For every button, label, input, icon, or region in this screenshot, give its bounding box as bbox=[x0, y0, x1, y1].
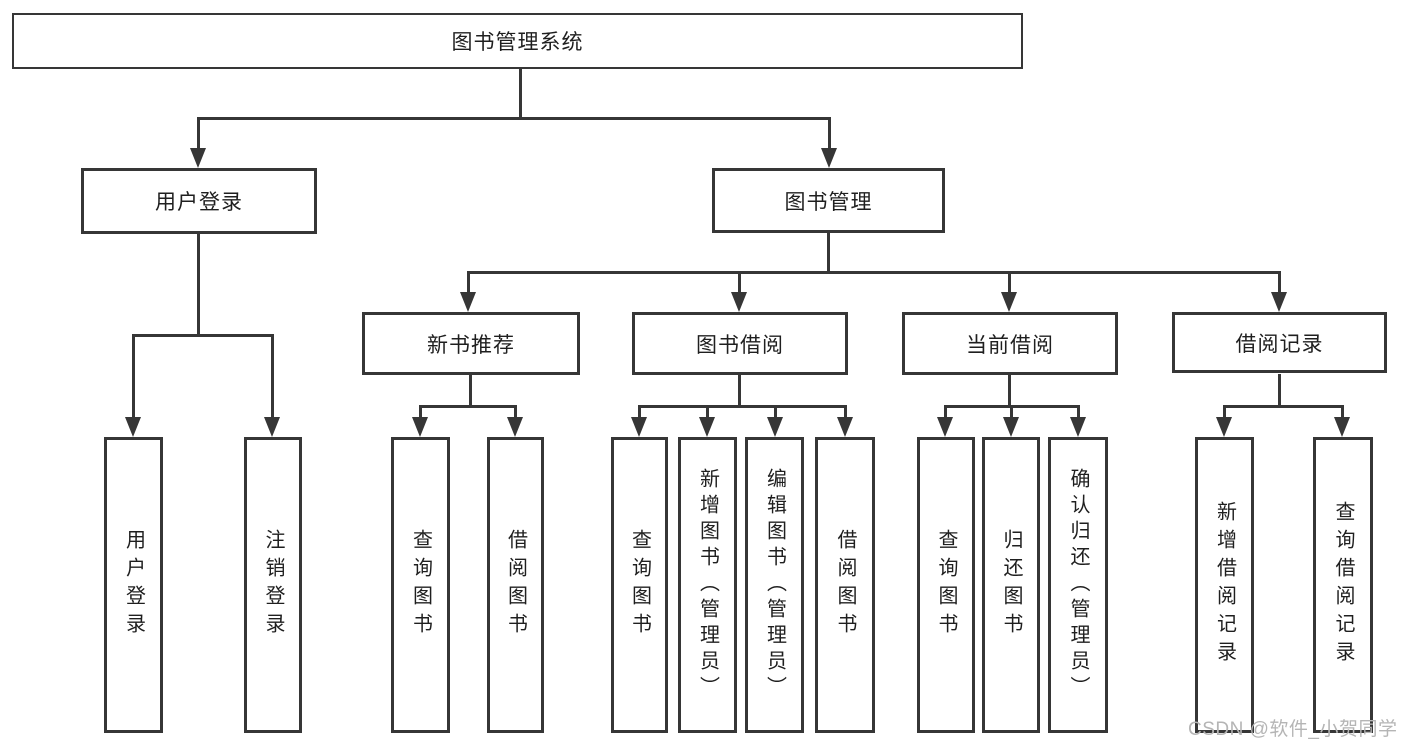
arrowhead-bb-edit bbox=[767, 417, 783, 437]
leaf-bb-add-books-admin-label: 新增图书（管理员） bbox=[696, 468, 719, 702]
leaf-bb-borrow-books-label: 借阅图书 bbox=[834, 529, 856, 641]
connector-bookmgmt-stem bbox=[827, 233, 830, 274]
connector-userlogin-stem bbox=[197, 234, 200, 337]
connector-level3-bar bbox=[467, 271, 1281, 274]
connector-drop-br-query bbox=[1341, 405, 1344, 419]
node-current-borrowing: 当前借阅 bbox=[902, 312, 1118, 375]
arrowhead-bb-query bbox=[631, 417, 647, 437]
connector-borrow-stem bbox=[738, 374, 741, 408]
arrowhead-cb-return bbox=[1003, 417, 1019, 437]
connector-userlogin-bar bbox=[132, 334, 274, 337]
connector-drop-login-leaf bbox=[132, 334, 135, 419]
arrowhead-logout-leaf bbox=[264, 417, 280, 437]
node-borrowing-records-label: 借阅记录 bbox=[1235, 332, 1324, 356]
arrowhead-cb-query bbox=[937, 417, 953, 437]
connector-drop-borrow-record bbox=[1278, 271, 1281, 294]
connector-record-stem bbox=[1278, 374, 1281, 408]
arrowhead-user-login bbox=[190, 148, 206, 168]
node-root-label: 图书管理系统 bbox=[451, 31, 584, 54]
connector-drop-bb-query bbox=[638, 405, 641, 419]
leaf-logout-label: 注销登录 bbox=[262, 529, 284, 641]
leaf-cb-return-books: 归还图书 bbox=[982, 437, 1040, 733]
connector-drop-cb-query bbox=[944, 405, 947, 419]
connector-record-bar bbox=[1223, 405, 1344, 408]
connector-drop-bb-edit bbox=[774, 405, 777, 419]
leaf-bb-edit-books-admin-label: 编辑图书（管理员） bbox=[763, 468, 786, 702]
connector-drop-cb-return bbox=[1010, 405, 1013, 419]
leaf-user-login: 用户登录 bbox=[104, 437, 163, 733]
csdn-watermark: CSDN @软件_小贺同学 bbox=[1188, 719, 1398, 740]
arrowhead-current-borrow bbox=[1001, 292, 1017, 312]
arrowhead-new-book bbox=[460, 292, 476, 312]
arrowhead-nb-borrow bbox=[507, 417, 523, 437]
leaf-cb-query-books-label: 查询图书 bbox=[935, 529, 957, 641]
connector-drop-bb-add bbox=[706, 405, 709, 419]
connector-current-stem bbox=[1008, 374, 1011, 408]
node-borrowing-records: 借阅记录 bbox=[1172, 312, 1387, 373]
node-root-library-system: 图书管理系统 bbox=[12, 13, 1023, 69]
node-new-book-recommendation: 新书推荐 bbox=[362, 312, 580, 375]
connector-drop-current-borrow bbox=[1008, 271, 1011, 294]
node-book-management: 图书管理 bbox=[712, 168, 945, 233]
leaf-nb-query-books: 查询图书 bbox=[391, 437, 450, 733]
leaf-bb-borrow-books: 借阅图书 bbox=[815, 437, 875, 733]
connector-drop-logout-leaf bbox=[271, 334, 274, 419]
node-user-login-label: 用户登录 bbox=[155, 191, 243, 214]
leaf-bb-query-books-label: 查询图书 bbox=[628, 529, 651, 641]
connector-drop-br-add bbox=[1223, 405, 1226, 419]
leaf-nb-borrow-books-label: 借阅图书 bbox=[504, 529, 527, 641]
leaf-logout: 注销登录 bbox=[244, 437, 302, 733]
connector-root-stem bbox=[519, 69, 522, 119]
connector-drop-cb-confirm bbox=[1077, 405, 1080, 419]
connector-drop-bb-borrow bbox=[844, 405, 847, 419]
connector-newbook-stem bbox=[469, 374, 472, 408]
node-new-book-recommendation-label: 新书推荐 bbox=[427, 333, 515, 357]
connector-drop-user-login bbox=[197, 117, 200, 151]
connector-drop-new-book bbox=[467, 271, 470, 294]
connector-newbook-bar bbox=[419, 405, 517, 408]
node-book-management-label: 图书管理 bbox=[784, 190, 873, 214]
connector-drop-book-borrow bbox=[738, 271, 741, 294]
arrowhead-book-management bbox=[821, 148, 837, 168]
leaf-br-query-record-label: 查询借阅记录 bbox=[1332, 501, 1354, 669]
node-user-login: 用户登录 bbox=[81, 168, 317, 234]
leaf-cb-confirm-return-admin-label: 确认归还（管理员） bbox=[1067, 468, 1089, 702]
connector-borrow-bar bbox=[638, 405, 846, 408]
arrowhead-book-borrow bbox=[731, 292, 747, 312]
leaf-bb-edit-books-admin: 编辑图书（管理员） bbox=[745, 437, 804, 733]
arrowhead-cb-confirm bbox=[1070, 417, 1086, 437]
leaf-cb-confirm-return-admin: 确认归还（管理员） bbox=[1048, 437, 1108, 733]
arrowhead-nb-query bbox=[412, 417, 428, 437]
connector-drop-nb-borrow bbox=[514, 405, 517, 419]
arrowhead-login-leaf bbox=[125, 417, 141, 437]
leaf-br-add-record: 新增借阅记录 bbox=[1195, 437, 1254, 733]
node-current-borrowing-label: 当前借阅 bbox=[966, 333, 1054, 357]
leaf-cb-query-books: 查询图书 bbox=[917, 437, 975, 733]
connector-level2-bar bbox=[197, 117, 830, 120]
leaf-bb-query-books: 查询图书 bbox=[611, 437, 668, 733]
connector-drop-book-management bbox=[828, 117, 831, 151]
arrowhead-bb-borrow bbox=[837, 417, 853, 437]
leaf-user-login-label: 用户登录 bbox=[122, 529, 145, 641]
arrowhead-borrow-record bbox=[1271, 292, 1287, 312]
leaf-br-query-record: 查询借阅记录 bbox=[1313, 437, 1373, 733]
leaf-bb-add-books-admin: 新增图书（管理员） bbox=[678, 437, 737, 733]
leaf-cb-return-books-label: 归还图书 bbox=[1000, 529, 1022, 641]
leaf-nb-query-books-label: 查询图书 bbox=[409, 529, 432, 641]
node-book-borrowing-label: 图书借阅 bbox=[696, 333, 784, 357]
node-book-borrowing: 图书借阅 bbox=[632, 312, 848, 375]
leaf-br-add-record-label: 新增借阅记录 bbox=[1213, 501, 1236, 669]
leaf-nb-borrow-books: 借阅图书 bbox=[487, 437, 544, 733]
arrowhead-br-add bbox=[1216, 417, 1232, 437]
connector-drop-nb-query bbox=[419, 405, 422, 419]
arrowhead-bb-add bbox=[699, 417, 715, 437]
arrowhead-br-query bbox=[1334, 417, 1350, 437]
